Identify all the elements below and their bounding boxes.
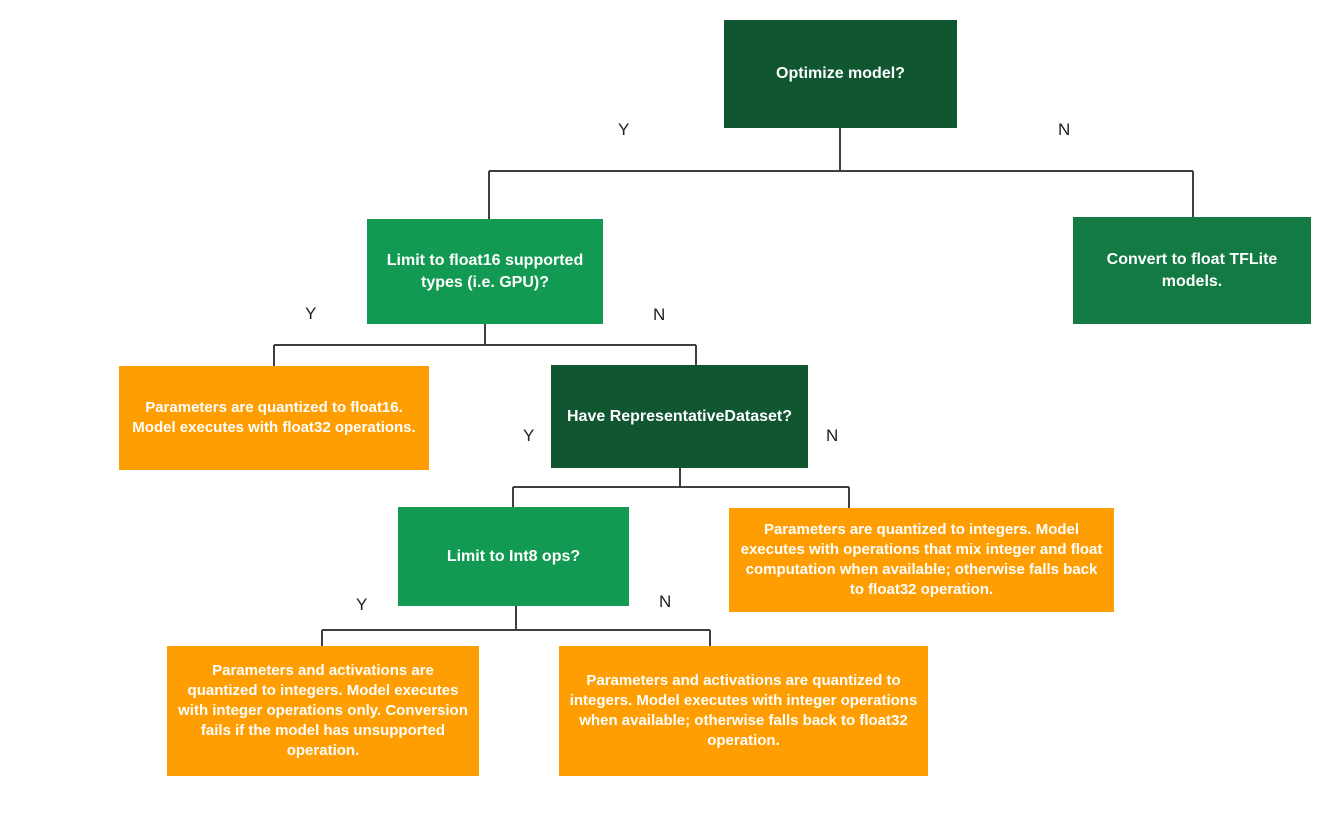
connector-float16-split (272, 324, 698, 366)
connector-optimize-split (487, 128, 1195, 219)
edge-label-dataset-yes: Y (523, 426, 535, 445)
edge-label-optimize-yes: Y (618, 120, 630, 139)
node-int8-only-result[interactable]: Parameters and activations are quantized… (167, 646, 479, 776)
edge-label-float16-no: N (653, 305, 666, 324)
connector-int8-split (320, 606, 712, 646)
edge-label-int8-yes: Y (356, 595, 368, 614)
node-dynamic-range-result-label: Parameters are quantized to integers. Mo… (740, 521, 1103, 598)
edge-label-int8-no: N (659, 592, 672, 611)
edge-label-optimize-no: N (1058, 120, 1071, 139)
node-convert-float-tflite-label: Convert to float TFLite models. (1106, 251, 1278, 290)
node-int8-only-result-label: Parameters and activations are quantized… (178, 662, 468, 759)
node-float16-result-label: Parameters are quantized to float16. Mod… (132, 399, 416, 436)
node-optimize-model[interactable]: Optimize model? (724, 20, 957, 128)
edge-label-dataset-no: N (826, 426, 839, 445)
node-int8-fallback-result-label: Parameters and activations are quantized… (569, 672, 918, 749)
node-have-representative-dataset[interactable]: Have RepresentativeDataset? (551, 365, 808, 468)
node-optimize-model-label: Optimize model? (776, 65, 905, 83)
node-limit-float16-label: Limit to float16 supported types (i.e. G… (386, 252, 584, 291)
node-int8-fallback-result[interactable]: Parameters and activations are quantized… (559, 646, 928, 776)
node-dynamic-range-result[interactable]: Parameters are quantized to integers. Mo… (729, 508, 1114, 612)
node-limit-float16[interactable]: Limit to float16 supported types (i.e. G… (367, 219, 603, 324)
node-convert-float-tflite[interactable]: Convert to float TFLite models. (1073, 217, 1311, 324)
node-float16-result[interactable]: Parameters are quantized to float16. Mod… (119, 366, 429, 470)
connector-dataset-split (511, 468, 851, 508)
edge-label-float16-yes: Y (305, 304, 317, 323)
node-limit-int8-ops[interactable]: Limit to Int8 ops? (398, 507, 629, 606)
node-have-representative-dataset-label: Have RepresentativeDataset? (567, 407, 792, 425)
node-limit-int8-ops-label: Limit to Int8 ops? (446, 547, 581, 565)
